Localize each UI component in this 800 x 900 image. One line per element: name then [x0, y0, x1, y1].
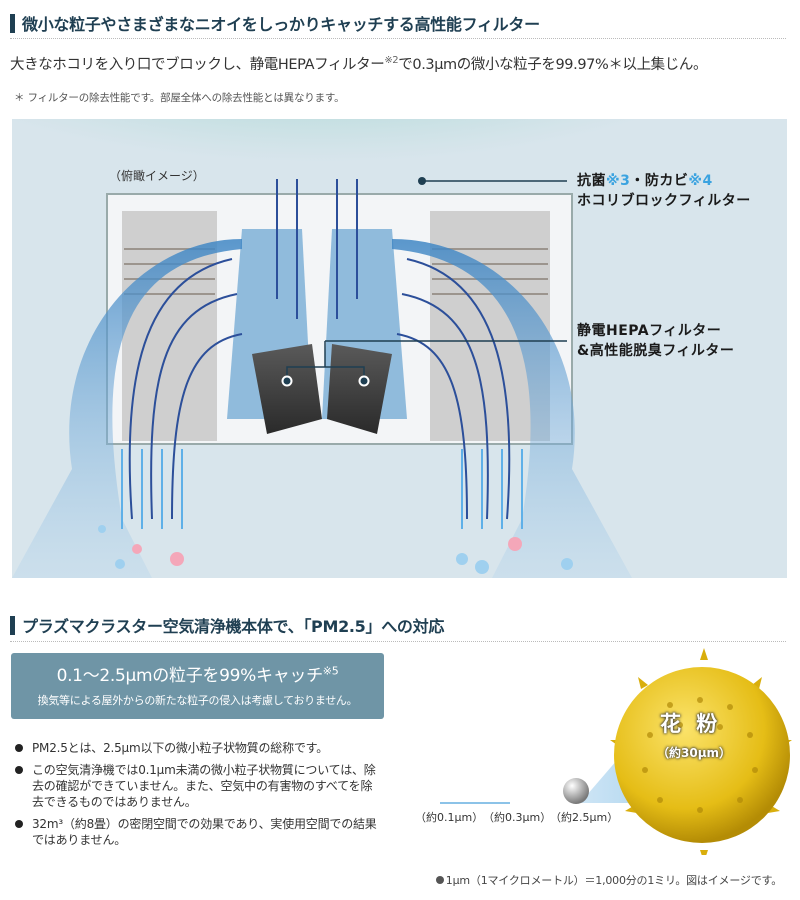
lead-text: 大きなホコリを入り口でブロックし、静電HEPAフィルター※2で0.3μmの微小な… [10, 53, 707, 74]
heading-bar [10, 615, 15, 635]
banner-sub: 換気等による屋外からの新たな粒子の侵入は考慮しておりません。 [37, 694, 358, 707]
footnote-ref: ※3 [606, 173, 631, 189]
divider [10, 641, 786, 642]
list-item: PM2.5とは、2.5μm以下の微小粒子状物質の総称です。 [14, 740, 384, 756]
label-dust-block-filter: 抗菌※3・防カビ※4 ホコリブロックフィルター [577, 171, 751, 211]
pollen-label: 花 粉 [660, 712, 722, 736]
size-label-0.3um: （約0.3μm） [483, 811, 552, 824]
divider [10, 38, 786, 39]
lead-text-part: で0.3μmの微小な粒子を99.97%＊以上集じん。 [398, 57, 708, 73]
label-text: 静電HEPAフィルター [577, 323, 722, 339]
footnote-text: 1μm（1マイクロメートル）＝1,000分の1ミリ。図はイメージです。 [445, 874, 782, 887]
section-heading-pm25: プラズマクラスター空気清浄機本体で、「PM2.5」への対応 [10, 613, 444, 637]
particle-size-illustration [440, 648, 792, 862]
lead-text-part: 大きなホコリを入り口でブロックし、静電HEPAフィルター [10, 57, 385, 73]
catch-rate-banner: 0.1～2.5μmの粒子を99%キャッチ※5 換気等による屋外からの新たな粒子の… [11, 653, 384, 719]
size-label-0.1um: （約0.1μm） [415, 811, 484, 824]
section-heading-filter: 微小な粒子やさまざまなニオイをしっかりキャッチする高性能フィルター [10, 11, 540, 35]
label-text: &高性能脱臭フィルター [577, 343, 735, 359]
list-item: この空気清浄機では0.1μm未満の微小粒子状物質については、除去の確認ができてい… [14, 762, 384, 810]
footnote-ref: ※2 [384, 55, 399, 67]
label-text: 抗菌 [577, 173, 606, 189]
airflow-illustration [12, 119, 652, 578]
banner-main: 0.1～2.5μmの粒子を99%キャッチ※5 [11, 661, 384, 686]
banner-main-text: 0.1～2.5μmの粒子を99%キャッチ [56, 666, 324, 686]
bullet-dot-icon [435, 876, 444, 884]
footnote-ref: ※4 [688, 173, 713, 189]
heading-text: 微小な粒子やさまざまなニオイをしっかりキャッチする高性能フィルター [22, 15, 540, 34]
particle-size-comparison: （約0.1μm） （約0.3μm） （約2.5μm） [400, 645, 800, 862]
list-item: 32m³（約8畳）の密閉空間での効果であり、実使用空間での結果ではありません。 [14, 816, 384, 848]
label-hepa-filter: 静電HEPAフィルター &高性能脱臭フィルター [577, 321, 734, 361]
footnote-ref: ※5 [322, 664, 339, 678]
unit-footnote: 1μm（1マイクロメートル）＝1,000分の1ミリ。図はイメージです。 [435, 872, 782, 888]
airflow-diagram: （俯瞰イメージ） 抗菌※3・防カビ※4 ホコリブロックフィルター 静電HEPAフ… [12, 119, 787, 578]
label-text: ホコリブロックフィルター [577, 193, 751, 209]
heading-text: プラズマクラスター空気清浄機本体で、「PM2.5」への対応 [22, 617, 445, 636]
pollen-size-label: （約30μm） [657, 746, 732, 760]
label-text: ・防カビ [630, 173, 689, 189]
filter-note: ＊ フィルターの除去性能です。部屋全体への除去性能とは異なります。 [14, 92, 345, 104]
overhead-view-caption: （俯瞰イメージ） [109, 169, 205, 183]
size-label-2.5um: （約2.5μm） [550, 811, 619, 824]
heading-bar [10, 13, 15, 33]
pm25-notes-list: PM2.5とは、2.5μm以下の微小粒子状物質の総称です。 この空気清浄機では0… [14, 740, 384, 854]
